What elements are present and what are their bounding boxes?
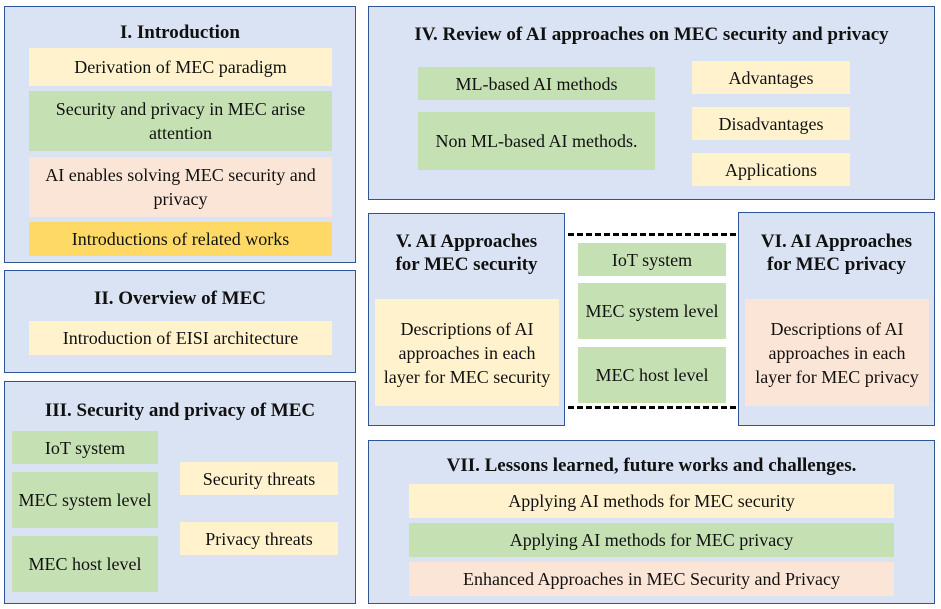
middle-layer-mec-system-level: MEC system level [578, 283, 726, 339]
section-lessons: VII. Lessons learned, future works and c… [368, 440, 935, 604]
ai-security-description-box: Descriptions of AI approaches in each la… [375, 299, 559, 406]
disadvantages-box: Disadvantages [692, 107, 850, 140]
middle-layer-mec-host-level: MEC host level [578, 347, 726, 403]
applications-box: Applications [692, 153, 850, 186]
section-security-privacy-title: III. Security and privacy of MEC [44, 400, 316, 421]
layer-mec-system-level: MEC system level [12, 472, 158, 528]
section-introduction-title: I. Introduction [119, 22, 240, 43]
non-ml-based-methods-box: Non ML-based AI methods. [418, 112, 655, 170]
ai-privacy-description-box: Descriptions of AI approaches in each la… [745, 299, 929, 406]
intro-related-works-box: Introductions of related works [29, 222, 332, 256]
section-ai-privacy: VI. AI Approaches for MEC privacy Descri… [738, 212, 935, 426]
section-overview-title: II. Overview of MEC [93, 288, 267, 309]
section-introduction: I. Introduction Derivation of MEC paradi… [4, 6, 356, 263]
ml-based-methods-box: ML-based AI methods [418, 67, 655, 100]
section-review-ai-title: IV. Review of AI approaches on MEC secur… [414, 24, 889, 45]
security-threats-box: Security threats [180, 462, 338, 495]
intro-security-attention-box: Security and privacy in MEC arise attent… [29, 91, 332, 151]
lesson-privacy-box: Applying AI methods for MEC privacy [409, 523, 894, 557]
section-lessons-title: VII. Lessons learned, future works and c… [446, 455, 857, 476]
advantages-box: Advantages [692, 61, 850, 94]
layer-mec-host-level: MEC host level [12, 536, 158, 592]
layer-iot-system: IoT system [12, 431, 158, 464]
overview-eisi-box: Introduction of EISI architecture [29, 321, 332, 355]
section-security-privacy: III. Security and privacy of MEC IoT sys… [4, 381, 356, 604]
section-ai-security: V. AI Approaches for MEC security Descri… [368, 213, 565, 426]
middle-layer-iot-system: IoT system [578, 243, 726, 276]
section-ai-privacy-title: VI. AI Approaches for MEC privacy [760, 231, 913, 275]
section-review-ai: IV. Review of AI approaches on MEC secur… [368, 6, 935, 200]
intro-ai-enables-box: AI enables solving MEC security and priv… [29, 157, 332, 217]
lesson-enhanced-box: Enhanced Approaches in MEC Security and … [409, 562, 894, 596]
section-ai-security-title: V. AI Approaches for MEC security [395, 231, 538, 275]
intro-derivation-box: Derivation of MEC paradigm [29, 48, 332, 86]
privacy-threats-box: Privacy threats [180, 522, 338, 555]
lesson-security-box: Applying AI methods for MEC security [409, 484, 894, 518]
section-overview: II. Overview of MEC Introduction of EISI… [4, 270, 356, 373]
